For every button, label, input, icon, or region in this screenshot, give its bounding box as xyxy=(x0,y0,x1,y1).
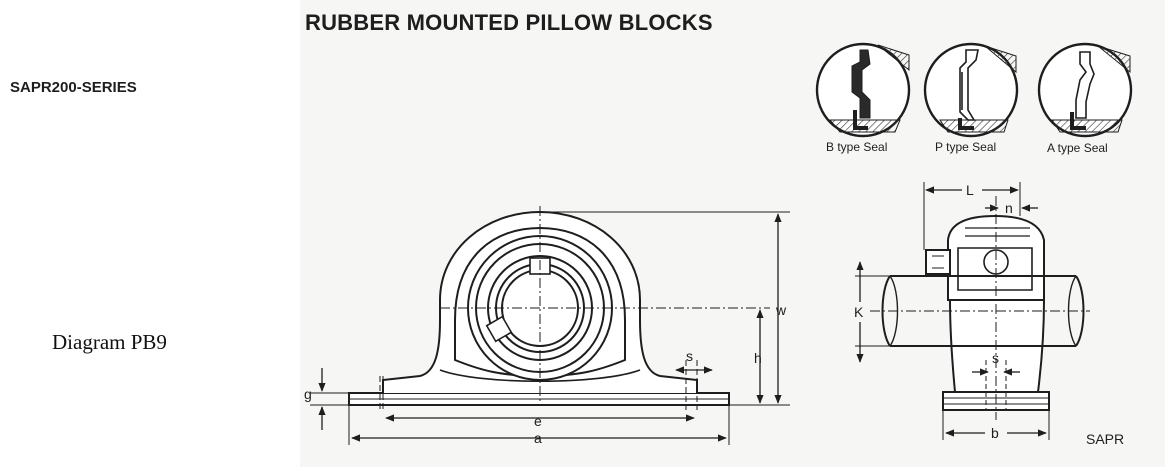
seal-caption-b: B type Seal xyxy=(826,140,887,154)
dim-label-s-front: s xyxy=(686,348,693,364)
seal-detail-a xyxy=(1037,42,1133,138)
seal-caption-p: P type Seal xyxy=(935,140,996,154)
front-dimension-lines xyxy=(318,213,782,442)
dim-label-h: h xyxy=(754,350,762,366)
seal-detail-b xyxy=(815,42,911,138)
diagram-label: Diagram PB9 xyxy=(52,330,167,354)
seal-caption-a: A type Seal xyxy=(1047,141,1108,155)
side-dimension-lines xyxy=(856,186,1047,437)
dim-label-e: e xyxy=(534,413,542,429)
seal-detail-p xyxy=(923,42,1019,138)
dim-label-a: a xyxy=(534,430,542,446)
dim-label-s-side: s xyxy=(992,350,999,366)
page-title: RUBBER MOUNTED PILLOW BLOCKS xyxy=(305,10,713,35)
dim-label-K: K xyxy=(854,304,864,320)
pillow-block-front-view xyxy=(310,206,790,445)
pillow-block-side-view xyxy=(855,182,1090,440)
model-code: SAPR xyxy=(1086,431,1124,447)
series-label: SAPR200-SERIES xyxy=(10,79,137,96)
dim-label-g: g xyxy=(304,386,312,402)
dim-label-n: n xyxy=(1005,200,1013,216)
dim-label-L: L xyxy=(966,182,974,198)
dim-label-w: w xyxy=(775,302,787,318)
left-margin xyxy=(0,0,300,467)
dim-label-b: b xyxy=(991,425,999,441)
